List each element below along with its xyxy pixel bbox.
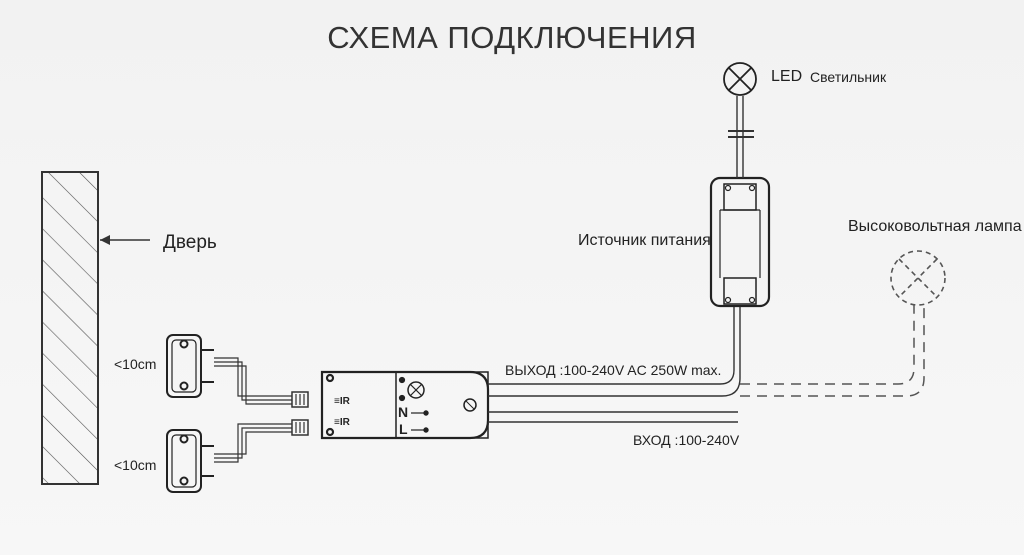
power-supply xyxy=(709,176,771,308)
door xyxy=(41,171,99,485)
diagram-title: СХЕМА ПОДКЛЮЧЕНИЯ xyxy=(327,20,697,55)
door-arrow xyxy=(100,235,150,245)
output-label: ВЫХОД :100-240V AC 250W max. xyxy=(505,362,722,378)
led-label: LED xyxy=(771,68,803,85)
input-label: ВХОД :100-240V xyxy=(633,432,740,448)
sensor-cable-bottom xyxy=(214,419,309,463)
fixture-label: Светильник xyxy=(810,69,887,85)
ir-port-label-2: ≡IR xyxy=(334,417,350,428)
led-wires xyxy=(728,96,754,178)
led-fixture-icon xyxy=(723,62,757,96)
sensor-cable-top xyxy=(214,357,309,408)
ir-sensor-bottom xyxy=(166,429,214,493)
hv-lamp-wires xyxy=(740,305,925,397)
distance-label-bottom: <10cm xyxy=(114,457,157,473)
neutral-terminal-label: N xyxy=(398,404,409,420)
distance-label-top: <10cm xyxy=(114,356,157,372)
door-label: Дверь xyxy=(163,232,217,253)
power-supply-label: Источник питания xyxy=(578,232,711,249)
live-terminal-label: L xyxy=(399,421,408,437)
input-wires xyxy=(488,411,738,423)
ir-sensor-top xyxy=(166,334,214,398)
controller-box xyxy=(320,370,490,440)
hv-lamp-label: Высоковольтная лампа xyxy=(848,218,1022,235)
output-wires xyxy=(488,306,741,397)
ir-port-label-1: ≡IR xyxy=(334,396,350,407)
hv-lamp-icon xyxy=(890,250,946,306)
